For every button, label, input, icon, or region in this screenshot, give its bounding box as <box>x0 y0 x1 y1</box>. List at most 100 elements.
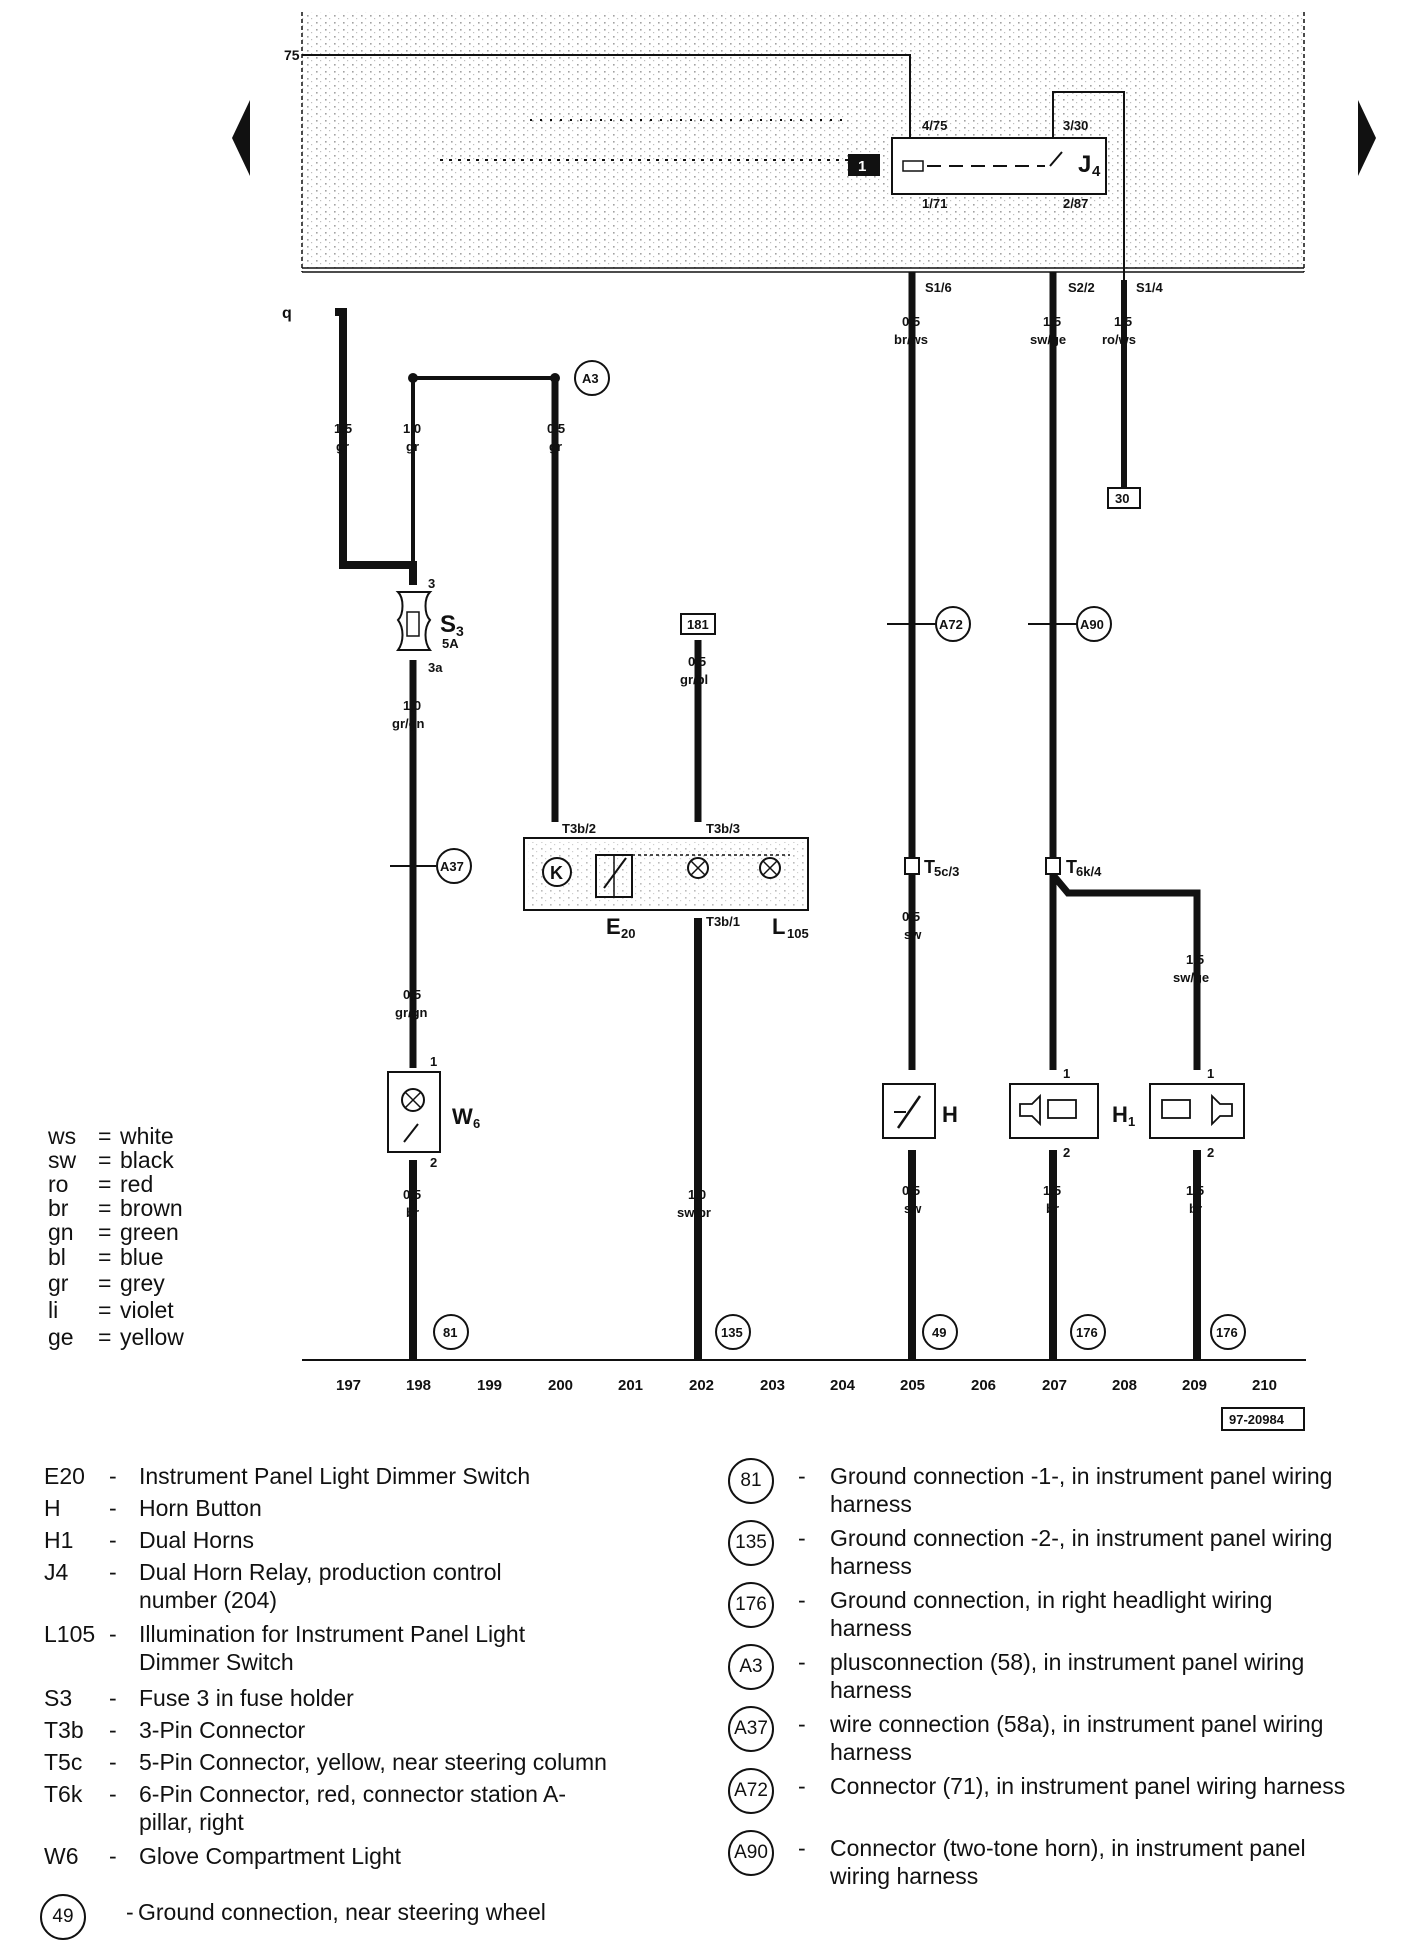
diagram-label: 0,5 <box>902 909 920 924</box>
diagram-label: br <box>1046 1201 1059 1216</box>
column-number: 210 <box>1252 1377 1277 1394</box>
diagram-label: gr <box>549 439 562 454</box>
diagram-label: 97-20984 <box>1229 1412 1285 1427</box>
column-number: 199 <box>477 1377 502 1394</box>
diagram-label: 176 <box>1076 1325 1098 1340</box>
column-number: 203 <box>760 1377 785 1394</box>
connection-a90: A90 <box>1028 606 1112 642</box>
column-number: 207 <box>1042 1377 1067 1394</box>
terminal-s1-6: S1/6 <box>925 280 952 295</box>
glove-light-w6: 1 2 W 6 <box>387 1054 480 1170</box>
diagram-label: br <box>1189 1201 1202 1216</box>
relay-pin-1-71: 1/71 <box>922 196 947 211</box>
column-number: 205 <box>900 1377 925 1394</box>
diagram-label: H <box>1112 1102 1128 1127</box>
diagram-label: 6 <box>473 1116 480 1131</box>
diagram-label: 1,0 <box>403 421 421 436</box>
diagram-label: gr/gn <box>395 1005 428 1020</box>
diagram-label: W <box>452 1104 473 1129</box>
diagram-label: A37 <box>440 859 464 874</box>
diagram-label: sw/br <box>677 1205 711 1220</box>
column-number: 197 <box>336 1377 361 1394</box>
fuse-name: S <box>440 611 456 638</box>
diagram-label: 2 <box>1063 1145 1070 1160</box>
terminal-s2-2: S2/2 <box>1068 280 1095 295</box>
dimmer-switch-e20: K T3b/2 T3b/3 T3b/1 E 20 L 105 <box>523 821 809 941</box>
diagram-label: A90 <box>1080 617 1104 632</box>
diagram-label: 30 <box>1115 491 1129 506</box>
diagram-label: 1,0 <box>403 698 421 713</box>
diagram-label: 1,0 <box>688 1187 706 1202</box>
drawing-number: 97-20984 <box>1221 1407 1305 1431</box>
diagram-label: 6k/4 <box>1076 864 1102 879</box>
fuse-s3: 3 3a S 3 5A <box>395 576 464 675</box>
next-page-arrow-icon[interactable] <box>1358 100 1376 176</box>
ground-81: 81 <box>433 1314 469 1350</box>
diagram-label: H <box>942 1102 958 1127</box>
column-number: 198 <box>406 1377 431 1394</box>
e20-subscript: 20 <box>621 926 635 941</box>
diagram-label: 2 <box>1207 1145 1214 1160</box>
diagram-label: 0,5 <box>547 421 565 436</box>
diagram-label: 0,5 <box>902 1183 920 1198</box>
diagram-label: 1,5 <box>1114 314 1132 329</box>
diagram-label: T3b/1 <box>706 914 740 929</box>
diagram-label: 81 <box>443 1325 457 1340</box>
diagram-label: gr <box>406 439 419 454</box>
column-number: 201 <box>618 1377 643 1394</box>
ground-176-a: 176 <box>1070 1314 1106 1350</box>
relay-badge: 1 <box>858 158 866 175</box>
diagram-label: sw/ge <box>1173 970 1209 985</box>
relay-pin-2-87: 2/87 <box>1063 196 1088 211</box>
diagram-label: 1 <box>1128 1114 1135 1129</box>
diagram-label: 176 <box>1216 1325 1238 1340</box>
diagram-label: gr/bl <box>680 672 708 687</box>
wire-75 <box>302 54 911 140</box>
relay-name: J <box>1078 151 1091 178</box>
column-numbers: 197 198 199 200 201 202 203 204 205 206 … <box>336 1377 1277 1394</box>
ref-box-30: 30 <box>1107 487 1141 509</box>
diagram-label: A72 <box>939 617 963 632</box>
column-number: 208 <box>1112 1377 1137 1394</box>
dual-horns-h1: 1 2 H 1 1 2 <box>1009 1066 1245 1160</box>
connection-a72: A72 <box>887 606 971 642</box>
horn-button-h: H <box>882 1083 958 1139</box>
diagram-label: 1 <box>1063 1066 1070 1081</box>
diagram-label: T <box>1066 857 1077 877</box>
diagram-label: 1 <box>430 1054 437 1069</box>
diagram-label: 1,5 <box>334 421 352 436</box>
ground-135: 135 <box>715 1314 751 1350</box>
diagram-label: 0,5 <box>688 654 706 669</box>
relay-panel <box>301 12 1305 273</box>
diagram-label: 3 <box>428 576 435 591</box>
diagram-label: T <box>924 857 935 877</box>
diagram-label: 3a <box>428 660 443 675</box>
diagram-label: ro/ws <box>1102 332 1136 347</box>
ref-box-181: 181 <box>680 613 716 635</box>
previous-page-arrow-icon[interactable] <box>232 100 250 176</box>
diagram-label: 1,5 <box>1186 1183 1204 1198</box>
ground-176-b: 176 <box>1210 1314 1246 1350</box>
diagram-label: 5c/3 <box>934 864 959 879</box>
diagram-label: 2 <box>430 1155 437 1170</box>
relay-pin-4-75: 4/75 <box>922 118 947 133</box>
column-number: 202 <box>689 1377 714 1394</box>
l105-subscript: 105 <box>787 926 809 941</box>
wire-labels: 1,5 gr 1,0 gr 0,5 gr 0,5 br/ws 1,5 sw/ge… <box>334 314 1209 1220</box>
diagram-label: T3b/3 <box>706 821 740 836</box>
dimmer-k-symbol: K <box>550 863 563 883</box>
l105-name: L <box>772 914 785 939</box>
diagram-label: T3b/2 <box>562 821 596 836</box>
connector-t6k: T 6k/4 <box>1045 857 1102 879</box>
fuse-subscript: 3 <box>456 623 464 639</box>
diagram-label: sw <box>904 1201 922 1216</box>
connection-a37: A37 <box>390 848 472 884</box>
diagram-label: 1,5 <box>1186 952 1204 967</box>
relay-subscript: 4 <box>1092 163 1101 180</box>
terminal-s1-4: S1/4 <box>1136 280 1164 295</box>
diagram-label: 1 <box>1207 1066 1214 1081</box>
diagram-label: 0,5 <box>902 314 920 329</box>
fuse-rating: 5A <box>442 636 459 651</box>
diagram-label: 181 <box>687 617 709 632</box>
